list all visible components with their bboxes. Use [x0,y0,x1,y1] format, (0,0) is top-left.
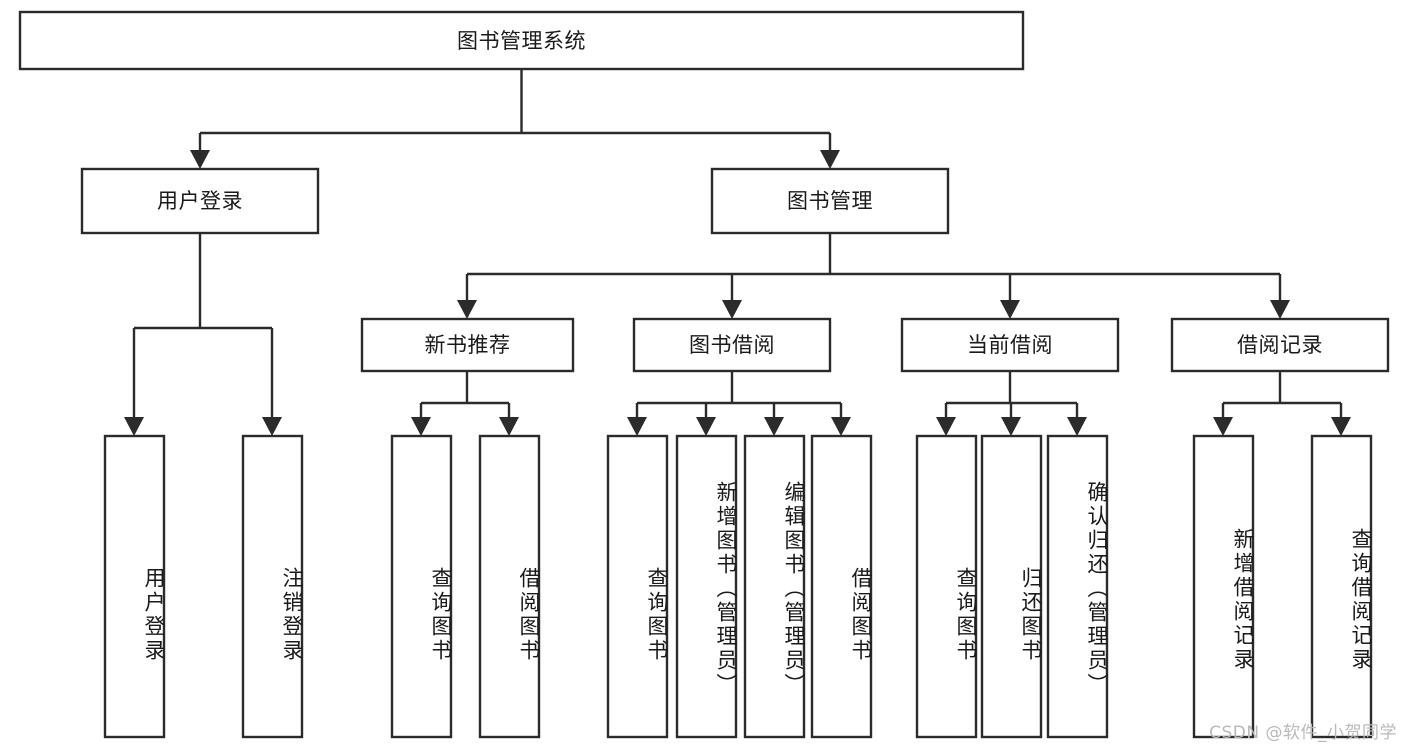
node-leaf-query-book-2[interactable] [606,434,669,739]
node-borrow-record[interactable] [1170,317,1390,373]
node-leaf-add-record[interactable] [1192,434,1255,739]
node-leaf-add-book[interactable] [675,434,738,739]
connector-layer [124,69,1351,436]
node-leaf-borrow-book-2[interactable] [810,434,873,739]
arrowhead-leaf-query-record [1331,417,1351,436]
node-book-manage[interactable] [710,167,950,235]
node-leaf-user-login[interactable] [103,434,166,739]
arrowhead-leaf-borrow-book-1 [499,417,519,436]
arrowhead-book-manage [820,150,840,169]
arrowhead-current-borrow [1000,300,1020,319]
arrowhead-leaf-query-book-2 [627,417,647,436]
node-new-book-recommend-label: 新书推荐 [425,333,511,357]
arrowhead-book-borrow [722,300,742,319]
arrowhead-leaf-add-record [1213,417,1233,436]
node-new-book-recommend[interactable] [360,317,575,373]
node-leaf-return-book[interactable] [980,434,1043,739]
arrowhead-leaf-user-login [124,417,144,436]
arrowhead-leaf-edit-book [764,417,784,436]
node-leaf-edit-book[interactable] [743,434,806,739]
arrowhead-leaf-query-book-1 [411,417,431,436]
arrowhead-borrow-record [1270,300,1290,319]
node-root[interactable] [18,10,1025,71]
node-root-label: 图书管理系统 [457,29,586,53]
node-layer: 图书管理系统 用户登录 图书管理 新书推荐 图书借阅 当前借阅 借阅记录 [18,10,1390,739]
node-leaf-user-logout[interactable] [241,434,304,739]
node-leaf-query-record[interactable] [1310,434,1373,739]
node-current-borrow[interactable] [900,317,1120,373]
node-borrow-record-label: 借阅记录 [1237,333,1323,357]
csdn-watermark: CSDN @软件_小贺同学 [1209,723,1397,743]
node-user-login[interactable] [80,167,320,235]
arrowhead-leaf-return-book [1001,417,1021,436]
node-book-borrow-label: 图书借阅 [689,333,775,357]
arrowhead-leaf-add-book [696,417,716,436]
node-leaf-borrow-book-1[interactable] [478,434,541,739]
node-leaf-confirm-return[interactable] [1046,434,1109,739]
node-leaf-query-book-3[interactable] [915,434,978,739]
arrowhead-leaf-query-book-3 [936,417,956,436]
node-book-borrow[interactable] [632,317,832,373]
arrowhead-leaf-confirm-return [1067,417,1087,436]
arrowhead-new-book-recommend [457,300,477,319]
arrowhead-leaf-borrow-book-2 [831,417,851,436]
node-current-borrow-label: 当前借阅 [967,333,1053,357]
node-book-manage-label: 图书管理 [787,189,873,213]
arrowhead-user-login [190,150,210,169]
node-leaf-query-book-1[interactable] [390,434,453,739]
arrowhead-leaf-user-logout [262,417,282,436]
node-user-login-label: 用户登录 [157,189,243,213]
